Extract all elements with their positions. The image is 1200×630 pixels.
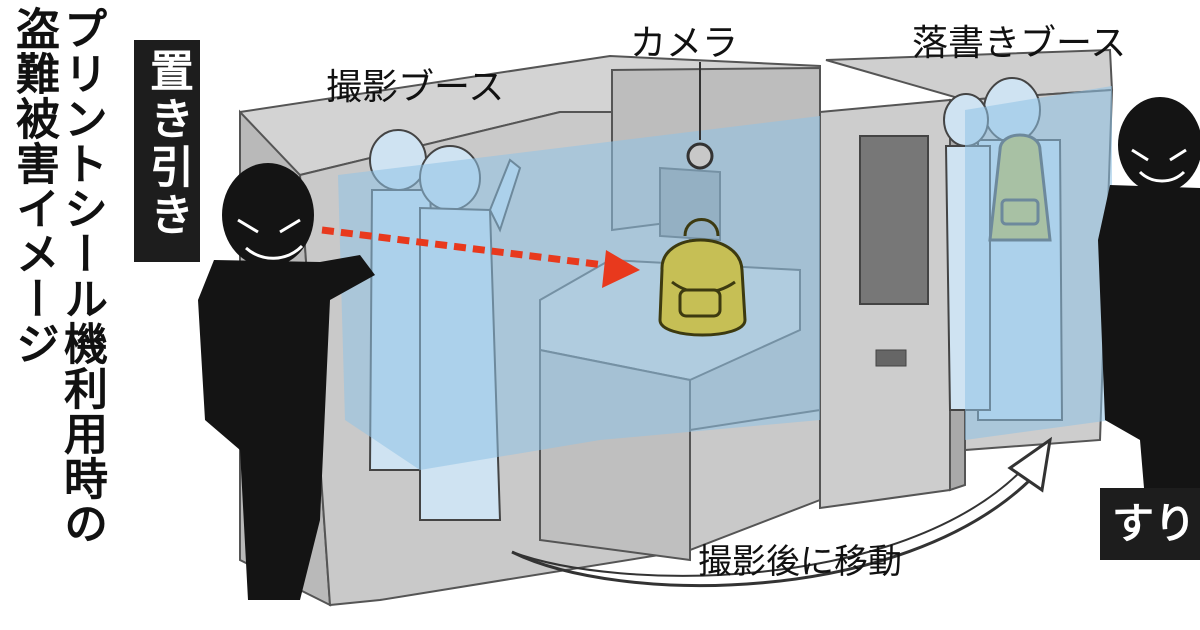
kiosk-slot	[875, 349, 907, 367]
move-curved-arrow-inner	[511, 469, 1023, 577]
diagram-title-line1: プリントシール機利用時の	[56, 6, 107, 546]
move-after-shooting-label: 撮影後に移動	[698, 542, 902, 582]
doodle-booth-curtain	[965, 86, 1112, 440]
suri-label: すり	[1112, 499, 1197, 548]
move-curved-arrow	[511, 478, 1032, 588]
doodle-booth-label: 落書きブース	[912, 23, 1127, 64]
thief-right-figure	[1098, 97, 1200, 560]
kiosk-screen	[859, 135, 929, 305]
shooting-booth-label: 撮影ブース	[326, 67, 505, 108]
camera-label: カメラ	[630, 23, 739, 64]
backpack-icon	[658, 218, 747, 337]
okibiki-label: 置き引き	[142, 48, 193, 240]
curved-arrow-head	[1007, 436, 1053, 493]
shooting-booth-curtain	[338, 116, 820, 470]
okibiki-tag: 置き引き	[134, 40, 200, 262]
okibiki-dashed-arrow	[321, 226, 613, 270]
dashed-arrow-head	[602, 250, 640, 288]
camera-icon	[686, 142, 714, 170]
thief-left-figure	[198, 163, 375, 600]
diagram-title-line2: 盗難被害イメージ	[8, 6, 59, 366]
suri-tag: すり	[1100, 488, 1200, 560]
